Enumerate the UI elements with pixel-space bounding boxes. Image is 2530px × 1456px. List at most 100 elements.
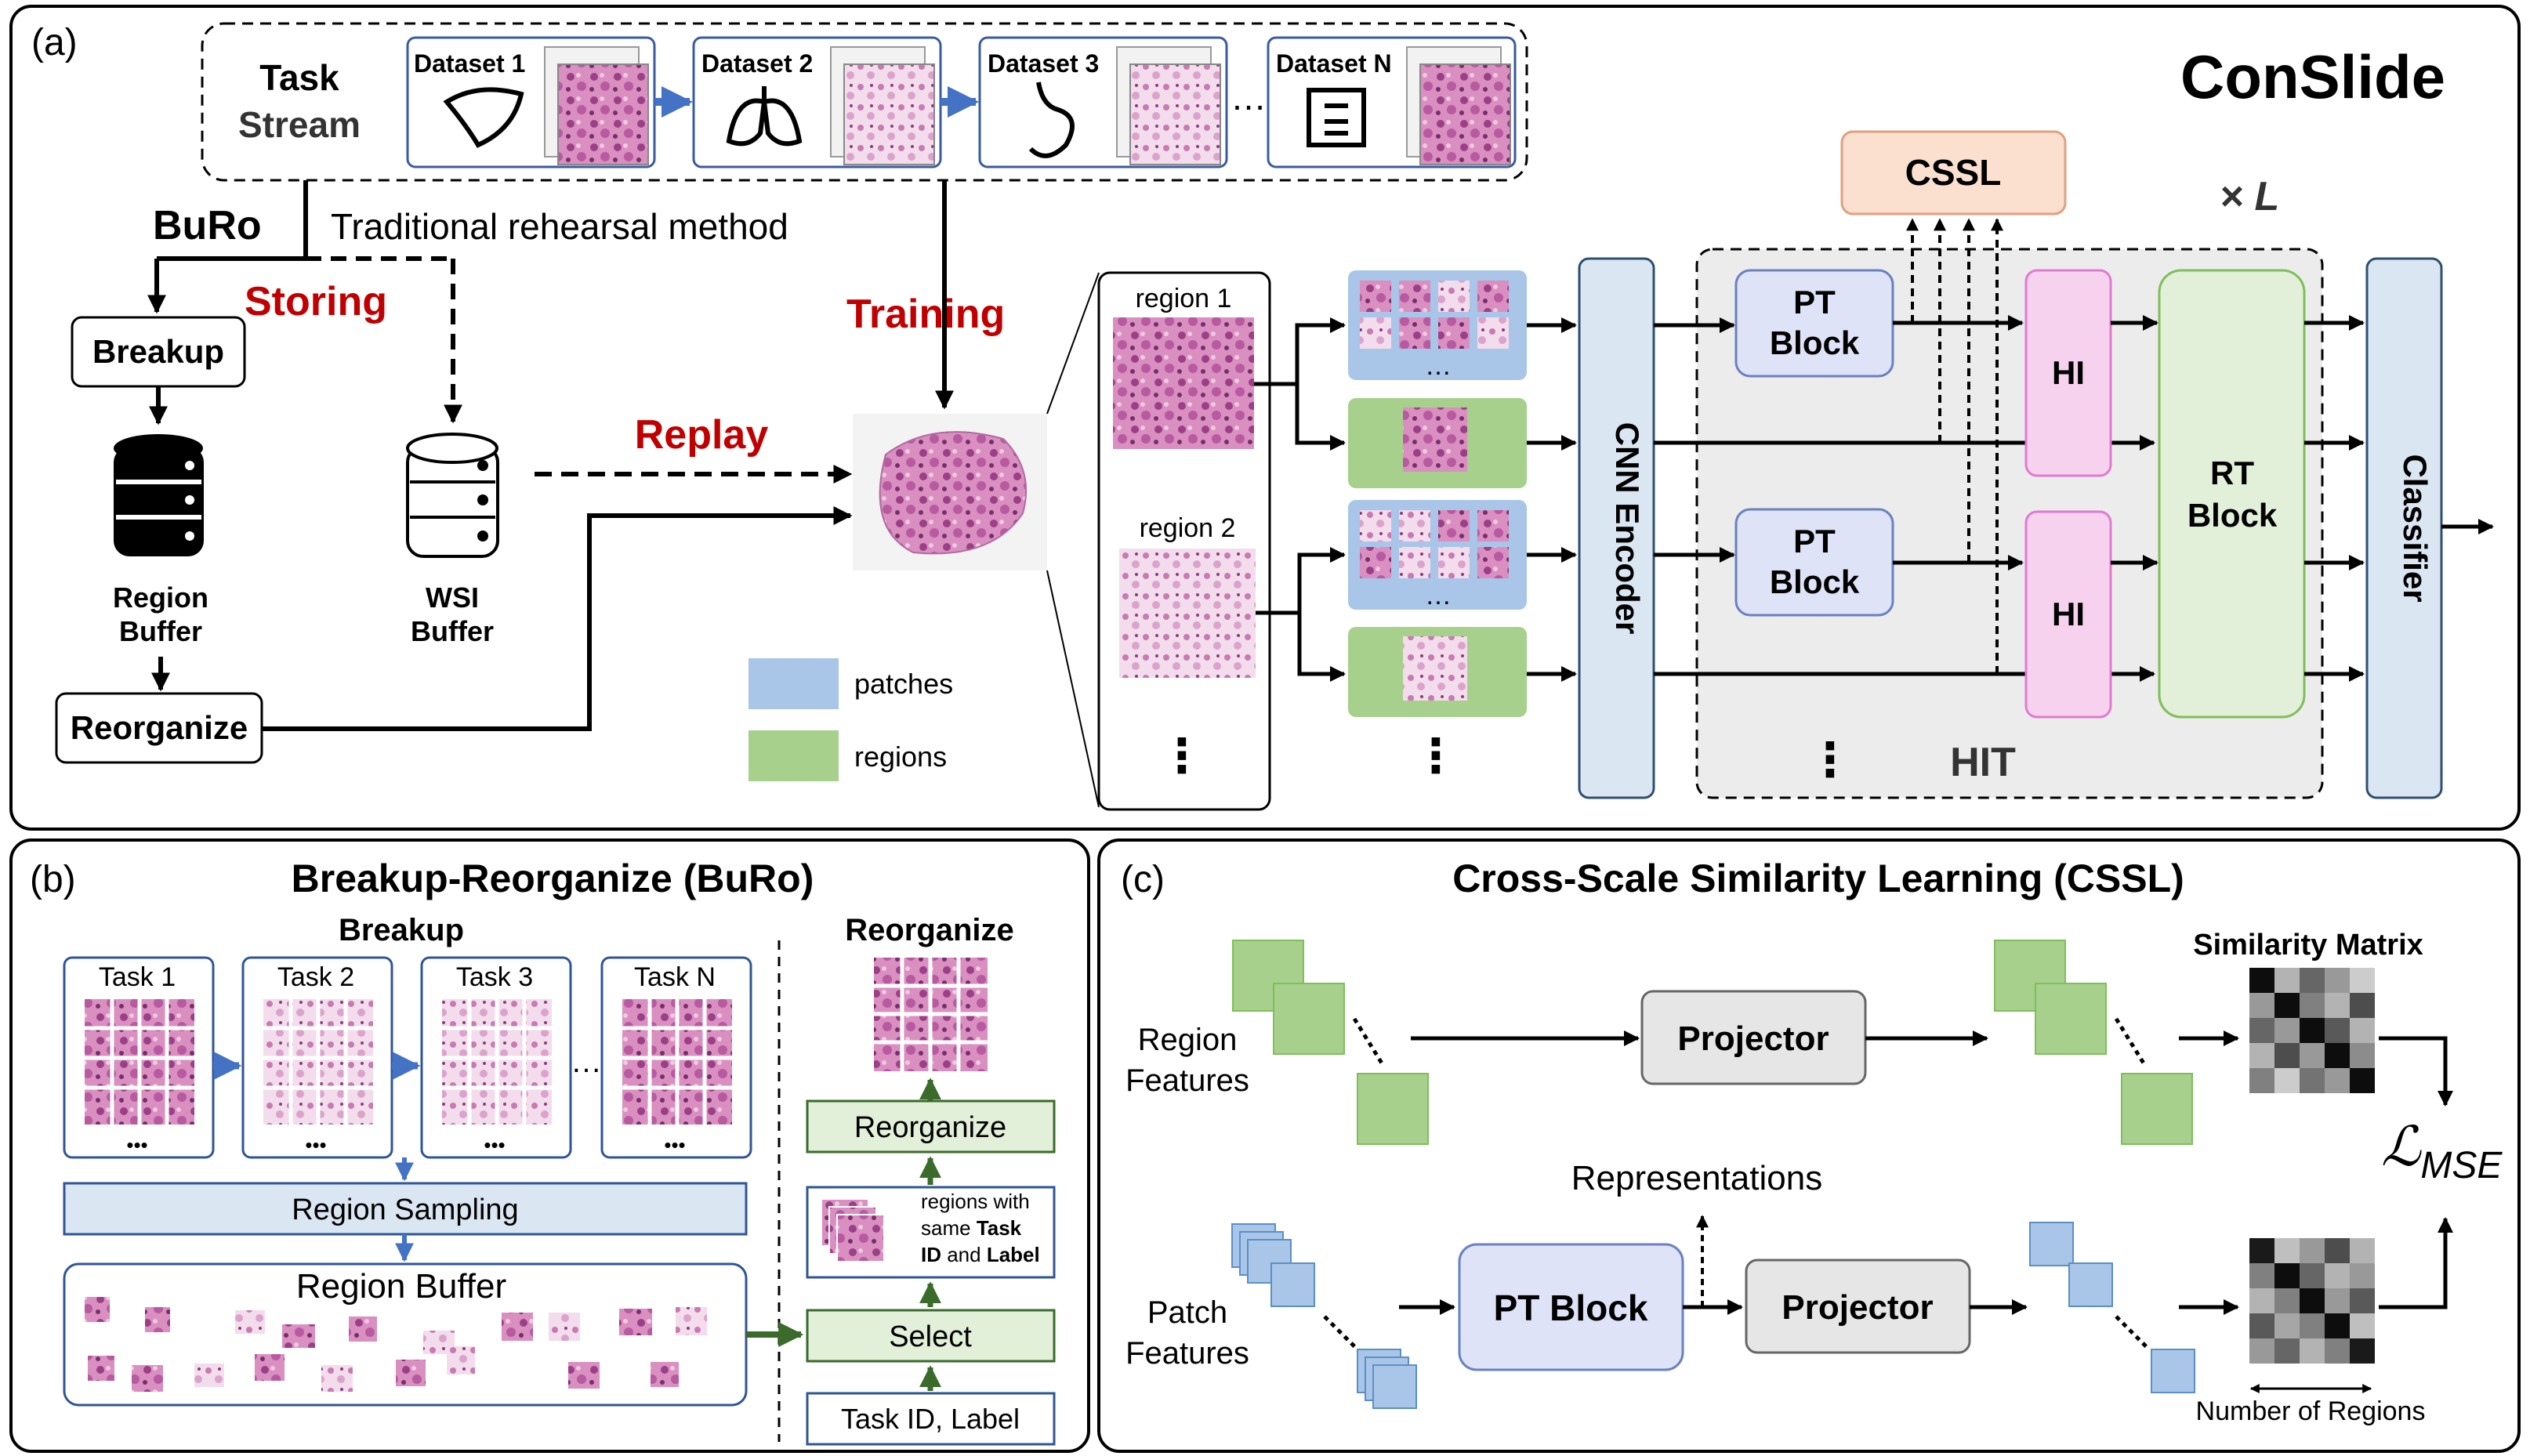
panel-b-reorganize-box: [806, 1099, 1056, 1154]
wsi-buffer-database-icon: [406, 433, 499, 558]
hi-block-2-label: HI: [2052, 596, 2085, 632]
similarity-cell: [2274, 968, 2300, 993]
storing-label: Storing: [245, 279, 387, 324]
dataset-2-label: Dataset 2: [701, 49, 813, 78]
similarity-cell: [2249, 1068, 2274, 1093]
task-1-box: Task 1 •••: [63, 956, 215, 1159]
similarity-matrix-label: Similarity Matrix: [2193, 929, 2423, 962]
regions-box-1: [1348, 398, 1527, 488]
similarity-cell: [2350, 1068, 2375, 1093]
similarity-cell: [2274, 1313, 2300, 1338]
panel-b-breakup-header: Breakup: [339, 913, 464, 947]
representations-label: Representations: [1571, 1159, 1822, 1197]
similarity-cell: [2325, 968, 2350, 993]
breakup-box-label: Breakup: [92, 333, 224, 370]
similarity-cell: [2350, 1018, 2375, 1043]
region-feature-squares: [1232, 940, 1429, 1145]
similarity-cell: [2249, 1043, 2274, 1068]
patches-box-2-dots: …: [1425, 581, 1452, 610]
similarity-cell: [2274, 1288, 2300, 1313]
task-3-box: Task 3 •••: [420, 956, 572, 1159]
similarity-cell: [2274, 1068, 2300, 1093]
similarity-cell: [2300, 1338, 2325, 1364]
dataset-3-box: Dataset 3: [978, 36, 1228, 168]
pt-block-1-line1: PT: [1793, 284, 1836, 321]
number-of-regions-label: Number of Regions: [2196, 1396, 2426, 1426]
similarity-cell: [2249, 1338, 2274, 1364]
similarity-cell: [2274, 1043, 2300, 1068]
panel-a-label: (a): [31, 22, 78, 63]
training-wsi-image: [879, 431, 1028, 555]
similarity-cell: [2300, 1068, 2325, 1093]
dataset-ellipsis: …: [1231, 77, 1267, 118]
liver-icon: [443, 87, 524, 148]
hi-block-2: [2024, 510, 2112, 719]
region-buffer-line1: Region: [113, 581, 208, 614]
similarity-cell: [2350, 1238, 2375, 1263]
lungs-icon: [726, 86, 803, 147]
panel-b-frame: [9, 838, 1090, 1453]
task-2-label: Task 2: [277, 962, 354, 992]
dataset-1-wsi-image: [557, 63, 649, 165]
similarity-cell: [2350, 993, 2375, 1018]
panel-b-region-buffer-label: Region Buffer: [296, 1267, 506, 1306]
patches-box-2: …: [1348, 500, 1527, 610]
similarity-matrix-bottom: [2249, 1238, 2375, 1364]
patch-features-line2: Features: [1125, 1336, 1249, 1371]
dataset-2-box: Dataset 2: [692, 36, 942, 168]
region-1-image: [1113, 317, 1254, 449]
task-n-dots: •••: [664, 1133, 685, 1157]
regions-box-2: [1348, 627, 1527, 717]
similarity-cell: [2325, 1313, 2350, 1338]
reorganized-grid-image: [874, 958, 988, 1071]
similarity-cell: [2325, 1043, 2350, 1068]
rt-block: [2158, 269, 2306, 719]
similarity-cell: [2300, 1238, 2325, 1263]
wsi-buffer-line1: WSI: [426, 581, 479, 614]
hi-block-1: [2024, 269, 2112, 477]
region-features-line2: Features: [1125, 1063, 1249, 1098]
similarity-cell: [2300, 1313, 2325, 1338]
similarity-cell: [2325, 1068, 2350, 1093]
task-1-label: Task 1: [99, 962, 176, 992]
task-ellipsis: …: [571, 1045, 602, 1079]
similarity-cell: [2300, 993, 2325, 1018]
panel-b-reorganize-header: Reorganize: [845, 913, 1014, 947]
panel-c-title: Cross-Scale Similarity Learning (CSSL): [1452, 857, 2184, 900]
similarity-cell: [2325, 1263, 2350, 1288]
dataset-1-label: Dataset 1: [414, 49, 525, 78]
patches-box-1: …: [1348, 270, 1527, 381]
regions-note-line1: regions with: [921, 1190, 1030, 1213]
dataset-n-wsi-image: [1419, 63, 1511, 165]
patches-box-1-dots: …: [1425, 351, 1452, 381]
intestine-icon: [1307, 88, 1366, 147]
similarity-cell: [2274, 1263, 2300, 1288]
similarity-cell: [2249, 1238, 2274, 1263]
dataset-1-box: Dataset 1: [406, 36, 656, 168]
task-3-label: Task 3: [456, 962, 533, 992]
dataset-2-wsi-image: [843, 63, 935, 165]
stacked-regions-image: [821, 1198, 885, 1262]
hi-block-1-label: HI: [2052, 354, 2085, 391]
projector-box-1-label: Projector: [1677, 1020, 1829, 1058]
dataset-n-label: Dataset N: [1276, 49, 1392, 78]
similarity-cell: [2300, 968, 2325, 993]
task-n-label: Task N: [634, 962, 716, 992]
projector-box-2-label: Projector: [1782, 1288, 1933, 1327]
similarity-cell: [2249, 1288, 2274, 1313]
similarity-cell: [2325, 1338, 2350, 1364]
times-l-label: × L: [2220, 174, 2280, 219]
similarity-cell: [2325, 1018, 2350, 1043]
cssl-box-label: CSSL: [1905, 152, 2002, 193]
similarity-cell: [2249, 968, 2274, 993]
legend-regions-label: regions: [854, 741, 947, 773]
cssl-box: [1840, 130, 2067, 216]
replay-label: Replay: [635, 412, 769, 458]
stomach-icon: [1028, 81, 1075, 158]
region-sampling-box: [63, 1182, 748, 1236]
legend-regions-swatch: [748, 730, 839, 781]
legend-patches-label: patches: [854, 668, 953, 700]
similarity-cell: [2249, 1263, 2274, 1288]
panel-a-frame: [9, 5, 2521, 831]
